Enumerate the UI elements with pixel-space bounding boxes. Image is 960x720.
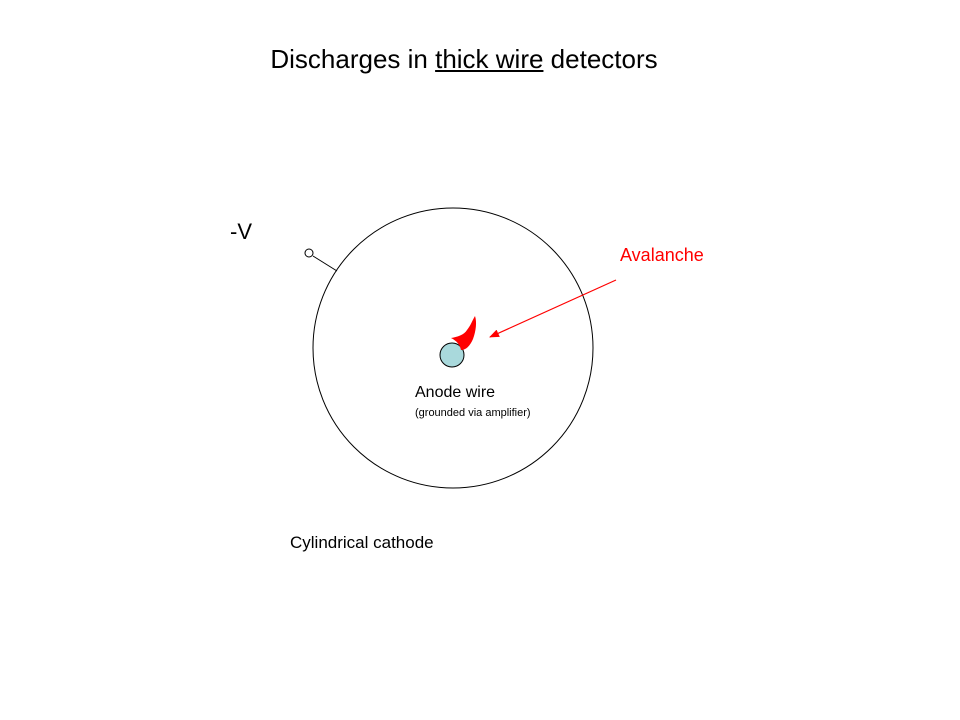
anode-label: Anode wire [415,384,496,401]
voltage-label: -V [230,219,252,244]
anode-note: (grounded via amplifier) [415,407,531,419]
hv-terminal [304,248,314,258]
avalanche-arrow [489,279,617,338]
cathode-cylinder [312,207,594,489]
slide-title: Discharges in thick wire detectors [0,44,928,75]
avalanche-label: Avalanche [620,245,704,265]
cathode-label: Cylindrical cathode [290,533,434,552]
hv-lead [312,255,338,272]
title-emphasis: thick wire [435,44,544,74]
title-prefix: Discharges in [270,44,436,74]
avalanche-shape [451,316,477,350]
anode-wire [439,342,465,368]
title-suffix: detectors [543,44,658,74]
